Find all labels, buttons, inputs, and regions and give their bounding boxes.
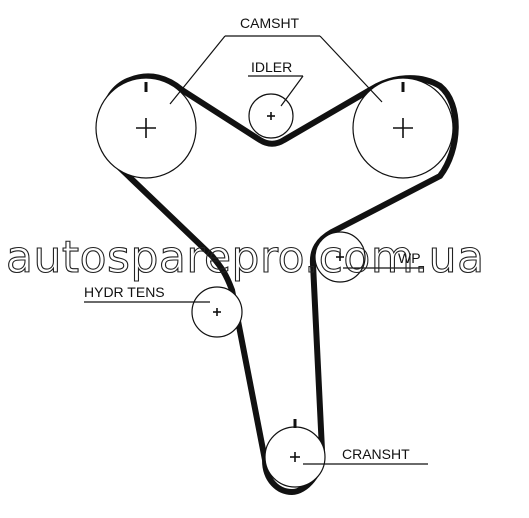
camshaft-label: CAMSHT (240, 15, 300, 31)
water-pump-pulley (314, 231, 366, 283)
crankshaft-label: CRANSHT (342, 446, 410, 462)
timing-belt (99, 73, 459, 495)
hydraulic-tensioner-pulley (191, 286, 243, 338)
leader-lines (84, 35, 428, 465)
idler-label: IDLER (251, 59, 292, 75)
watermark-text: autosparepro.com.ua (6, 232, 485, 283)
hydraulic-tensioner-label: HYDR TENS (84, 284, 165, 300)
left-camshaft-pulley (95, 77, 197, 179)
idler-pulley (248, 93, 294, 139)
right-camshaft-pulley (352, 77, 454, 179)
water-pump-label: WP (398, 250, 421, 266)
crankshaft-pulley (264, 419, 326, 488)
